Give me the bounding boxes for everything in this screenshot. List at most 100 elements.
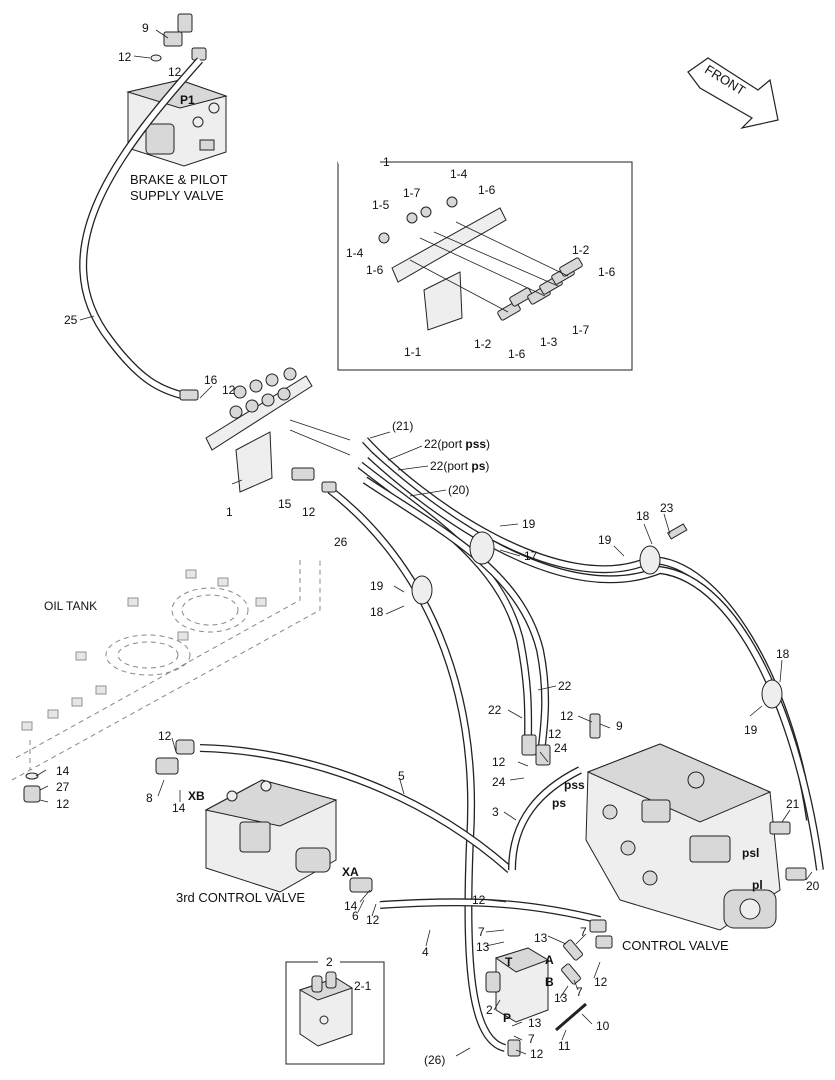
port-xb: XB — [188, 789, 205, 803]
callout-numbers: 9 12 12 25 16 12 1 15 12 26 (21) 22(port… — [56, 21, 820, 1067]
callout-6: 6 — [352, 909, 359, 923]
brake-valve-caption-1: BRAKE & PILOT — [130, 172, 228, 187]
callout-7-c: 7 — [576, 985, 583, 999]
callout-3: 3 — [492, 805, 499, 819]
callout-22-ps: 22(port ps) — [430, 459, 489, 473]
inset2-label-2-1: 2-1 — [354, 979, 372, 993]
callout-26: 26 — [334, 535, 348, 549]
callout-4: 4 — [422, 945, 429, 959]
inset1-label-1-3: 1-3 — [540, 335, 558, 349]
callout-22-a: 22 — [558, 679, 572, 693]
port-ps: ps — [552, 796, 566, 810]
callout-18-a: 18 — [636, 509, 650, 523]
callout-25: 25 — [64, 313, 78, 327]
callout-19-b: 19 — [598, 533, 612, 547]
callout-21-paren: (21) — [392, 419, 413, 433]
callout-18-c: 18 — [776, 647, 790, 661]
port-psl: psl — [742, 846, 759, 860]
inset-2: 2 2-1 — [285, 955, 385, 1065]
inset1-label-1-1: 1-1 — [404, 345, 422, 359]
third-control-valve-caption: 3rd CONTROL VALVE — [176, 890, 305, 905]
callout-14-a: 14 — [172, 801, 186, 815]
inset1-label-1-7a: 1-7 — [403, 186, 421, 200]
control-valve — [521, 713, 807, 931]
callout-12-manifold: 12 — [222, 383, 236, 397]
inset1-label-1-2a: 1-2 — [572, 243, 590, 257]
callout-12-xa: 12 — [366, 913, 380, 927]
inset1-label-1-2b: 1-2 — [474, 337, 492, 351]
callout-12-mid-b: 12 — [548, 727, 562, 741]
inset1-label-1-4b: 1-4 — [346, 246, 364, 260]
callout-12-top-b: 12 — [168, 65, 182, 79]
top-fittings — [150, 13, 207, 62]
callout-12-mid-a: 12 — [560, 709, 574, 723]
callout-24-b: 24 — [492, 775, 506, 789]
inset1-label-1-6a: 1-6 — [478, 183, 496, 197]
callout-22-pss: 22(port pss) — [424, 437, 490, 451]
tank-fitting — [23, 772, 41, 803]
callout-12-15: 12 — [302, 505, 316, 519]
port-t: T — [505, 955, 513, 969]
callout-12-mid-c: 12 — [492, 755, 506, 769]
port-a: A — [545, 953, 554, 967]
callout-17: 17 — [524, 549, 538, 563]
port-xa: XA — [342, 865, 359, 879]
clamps — [411, 523, 783, 709]
callout-5: 5 — [398, 769, 405, 783]
callout-19-d: 19 — [744, 723, 758, 737]
oil-tank-label: OIL TANK — [44, 599, 97, 613]
front-arrow: FRONT — [687, 57, 779, 130]
leader-lines — [35, 29, 813, 1057]
port-p1: P1 — [180, 93, 195, 107]
callout-16: 16 — [204, 373, 218, 387]
callout-27: 27 — [56, 780, 70, 794]
callout-23: 23 — [660, 501, 674, 515]
callout-18-b: 18 — [370, 605, 384, 619]
inset-1: 1 — [337, 155, 633, 371]
callout-12-t: 12 — [472, 893, 486, 907]
port-p: P — [503, 1011, 511, 1025]
callout-13-d: 13 — [528, 1016, 542, 1030]
callout-10: 10 — [596, 1019, 610, 1033]
port-b: B — [545, 975, 554, 989]
inset1-label-1-6d: 1-6 — [508, 347, 526, 361]
inset-2-title: 2 — [326, 955, 333, 969]
oil-tank: OIL TANK — [11, 560, 321, 781]
callout-9-top: 9 — [142, 21, 149, 35]
callout-26-paren: (26) — [424, 1053, 445, 1067]
callout-22-b: 22 — [488, 703, 502, 717]
third-control-valve — [155, 739, 373, 893]
inset1-label-1-6c: 1-6 — [598, 265, 616, 279]
callout-1: 1 — [226, 505, 233, 519]
callout-19-c: 19 — [370, 579, 384, 593]
callout-9-mid: 9 — [616, 719, 623, 733]
inset1-label-1-6b: 1-6 — [366, 263, 384, 277]
shuttle-valve-block — [485, 919, 613, 1057]
callout-15: 15 — [278, 497, 292, 511]
inset1-label-1-7b: 1-7 — [572, 323, 590, 337]
brake-pilot-supply-valve: P1 — [126, 79, 228, 167]
brake-valve-caption-2: SUPPLY VALVE — [130, 188, 224, 203]
inset1-label-1-5: 1-5 — [372, 198, 390, 212]
callout-13-b: 13 — [534, 931, 548, 945]
callout-7-b: 7 — [580, 925, 587, 939]
port-pl: pl — [752, 878, 763, 892]
callout-19-a: 19 — [522, 517, 536, 531]
inset-1-title: 1 — [383, 155, 390, 169]
callout-8: 8 — [146, 791, 153, 805]
manifold-bracket — [179, 367, 351, 493]
callout-12-ab: 12 — [594, 975, 608, 989]
callout-7-d: 7 — [528, 1032, 535, 1046]
callout-2: 2 — [486, 1003, 493, 1017]
callout-21: 21 — [786, 797, 800, 811]
callout-12-left: 12 — [158, 729, 172, 743]
inset1-label-1-4a: 1-4 — [450, 167, 468, 181]
callout-13-a: 13 — [476, 940, 490, 954]
callout-12-bot: 12 — [530, 1047, 544, 1061]
callout-24-a: 24 — [554, 741, 568, 755]
callout-7-a: 7 — [478, 925, 485, 939]
callout-20-paren: (20) — [448, 483, 469, 497]
callout-13-c: 13 — [554, 991, 568, 1005]
